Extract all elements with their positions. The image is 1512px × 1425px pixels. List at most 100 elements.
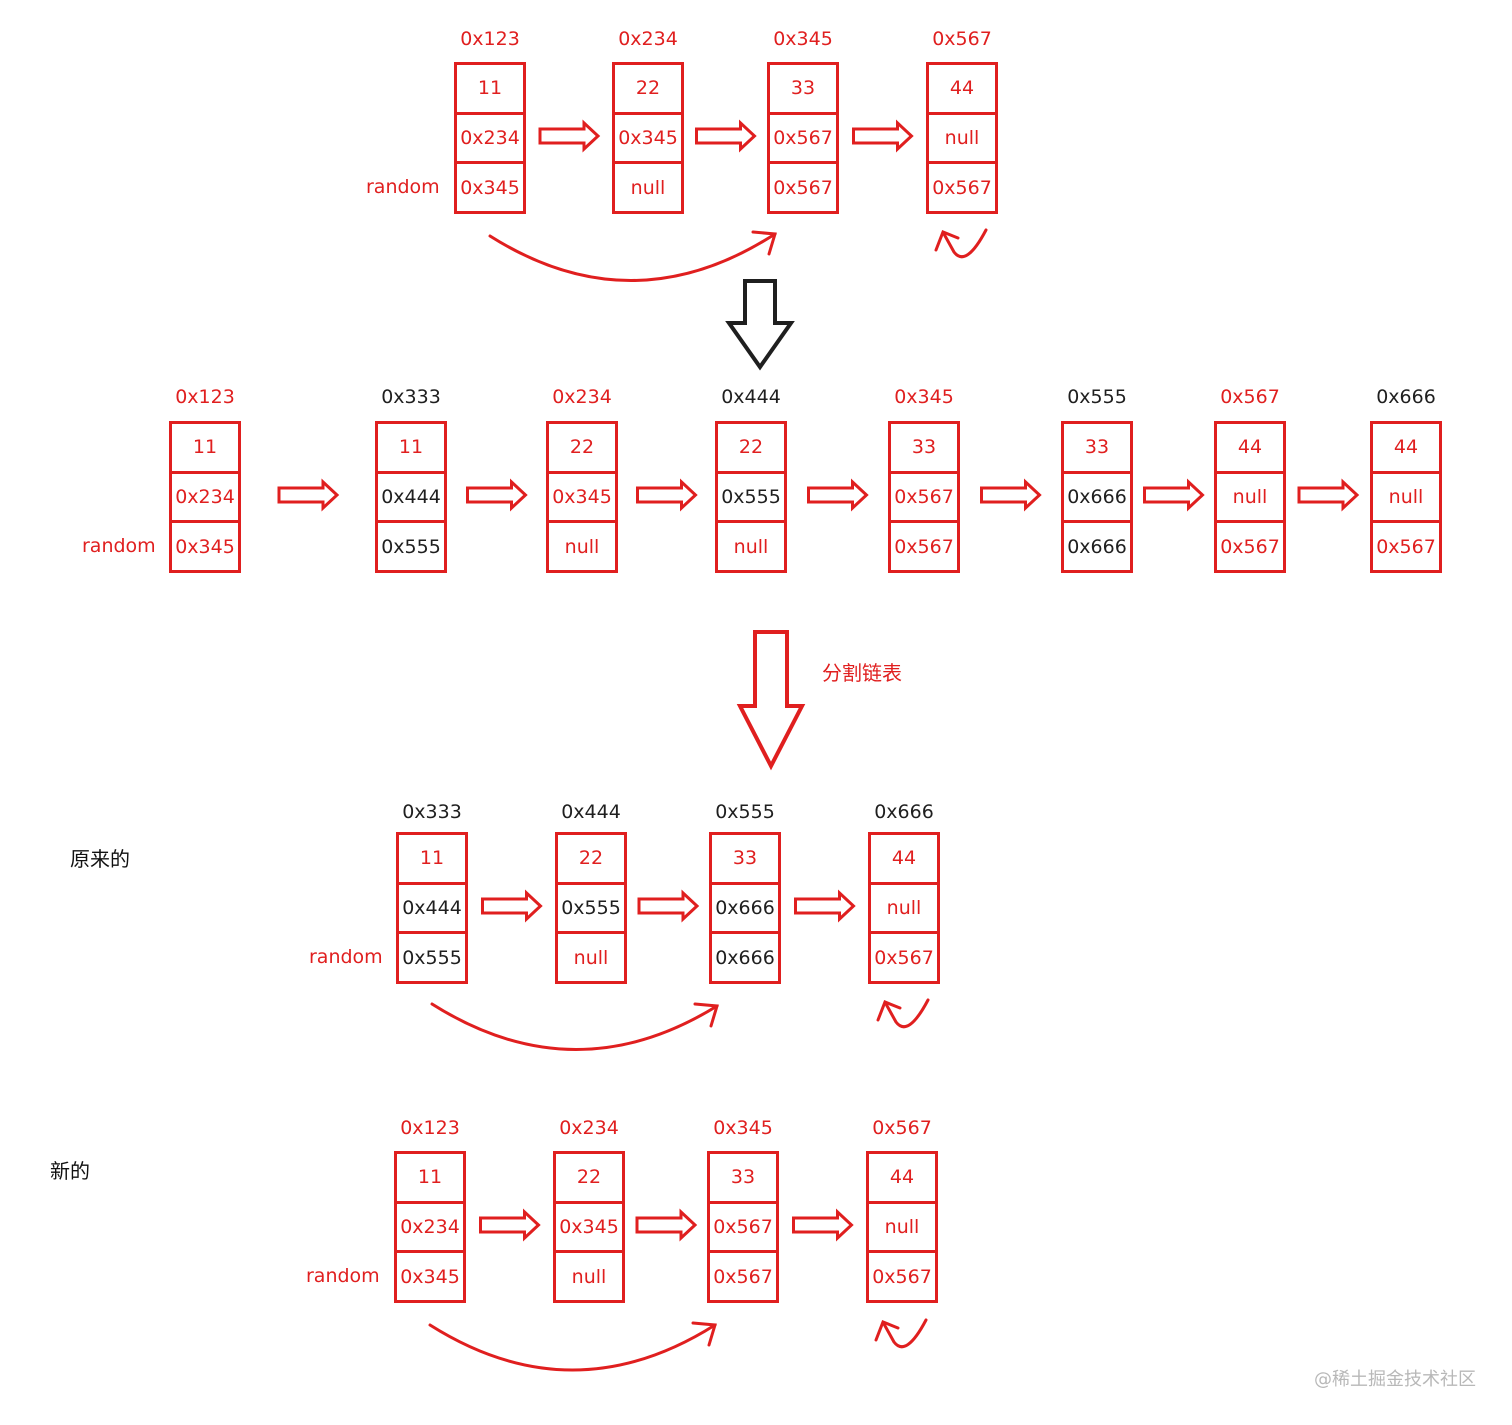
node-address: 0x345 — [773, 28, 833, 50]
node-random-cell: 0x567 — [713, 1265, 773, 1288]
self-random-arrowhead — [874, 1320, 900, 1342]
random-label: random — [82, 535, 156, 557]
self-random-loop — [942, 228, 988, 259]
node-address: 0x567 — [932, 28, 992, 50]
next-pointer-arrow — [1297, 478, 1360, 512]
split-down-arrow — [736, 630, 806, 771]
node-next-cell: null — [869, 1204, 935, 1254]
node-address: 0x234 — [618, 28, 678, 50]
random-pointer-arrowhead — [751, 230, 777, 256]
self-random-arrowhead — [876, 1000, 902, 1022]
node-val-cell: 22 — [549, 424, 615, 474]
node-random-cell: 0x567 — [874, 946, 934, 969]
node-next-cell: 0x555 — [718, 474, 784, 524]
node-next-cell: 0x567 — [710, 1204, 776, 1254]
next-pointer-arrow — [466, 478, 528, 512]
node-address: 0x567 — [872, 1117, 932, 1139]
random-label: random — [366, 176, 440, 198]
node-address: 0x567 — [1220, 386, 1280, 408]
node-random-cell: 0x666 — [1067, 535, 1127, 558]
node-val-cell: 33 — [712, 835, 778, 885]
next-pointer-arrow — [1143, 478, 1205, 512]
node-address: 0x555 — [1067, 386, 1127, 408]
node-address: 0x333 — [402, 801, 462, 823]
next-pointer-arrow — [538, 119, 601, 153]
self-random-arrowhead — [934, 230, 960, 252]
node-random-cell: 0x345 — [460, 176, 520, 199]
node-val-cell: 44 — [871, 835, 937, 885]
self-random-loop — [884, 998, 930, 1029]
node-next-cell: null — [871, 885, 937, 935]
node-random-cell: 0x567 — [872, 1265, 932, 1288]
node-val-cell: 33 — [891, 424, 957, 474]
node-random-cell: 0x567 — [1220, 535, 1280, 558]
next-pointer-arrow — [980, 478, 1042, 512]
random-pointer-curve — [488, 232, 777, 282]
split-list-label: 分割链表 — [822, 661, 902, 685]
next-pointer-arrow — [807, 478, 869, 512]
random-pointer-curve — [428, 1323, 717, 1372]
node-random-cell: null — [573, 946, 609, 969]
node-val-cell: 33 — [1064, 424, 1130, 474]
node-address: 0x123 — [460, 28, 520, 50]
random-pointer-arrowhead — [691, 1321, 717, 1347]
node-address: 0x555 — [715, 801, 775, 823]
node-next-cell: 0x234 — [397, 1204, 463, 1254]
next-pointer-arrow — [794, 889, 856, 923]
node-next-cell: 0x345 — [549, 474, 615, 524]
node-random-cell: 0x567 — [894, 535, 954, 558]
next-pointer-arrow — [479, 1208, 541, 1242]
node-next-cell: 0x345 — [556, 1204, 622, 1254]
node-address: 0x345 — [713, 1117, 773, 1139]
node-next-cell: null — [929, 115, 995, 165]
node-address: 0x444 — [561, 801, 621, 823]
node-val-cell: 33 — [710, 1154, 776, 1204]
node-address: 0x234 — [559, 1117, 619, 1139]
node-address: 0x333 — [381, 386, 441, 408]
node-val-cell: 11 — [397, 1154, 463, 1204]
watermark: @稀土掘金技术社区 — [1314, 1369, 1476, 1390]
node-val-cell: 11 — [399, 835, 465, 885]
node-val-cell: 11 — [457, 65, 523, 115]
original-list-label: 原来的 — [70, 847, 130, 871]
node-next-cell: 0x567 — [770, 115, 836, 165]
random-pointer-curve — [430, 1002, 719, 1051]
node-address: 0x123 — [400, 1117, 460, 1139]
node-random-cell: 0x555 — [381, 535, 441, 558]
node-next-cell: 0x345 — [615, 115, 681, 165]
node-next-cell: 0x444 — [378, 474, 444, 524]
node-next-cell: 0x666 — [712, 885, 778, 935]
next-pointer-arrow — [636, 478, 698, 512]
node-random-cell: 0x345 — [175, 535, 235, 558]
node-random-cell: null — [564, 535, 600, 558]
node-random-cell: null — [630, 176, 666, 199]
node-next-cell: null — [1217, 474, 1283, 524]
node-next-cell: 0x444 — [399, 885, 465, 935]
node-random-cell: 0x567 — [773, 176, 833, 199]
next-pointer-arrow — [637, 889, 700, 923]
node-address: 0x666 — [1376, 386, 1436, 408]
node-random-cell: null — [571, 1265, 607, 1288]
node-next-cell: 0x234 — [457, 115, 523, 165]
node-next-cell: 0x555 — [558, 885, 624, 935]
node-val-cell: 22 — [556, 1154, 622, 1204]
node-random-cell: 0x345 — [400, 1265, 460, 1288]
node-next-cell: null — [1373, 474, 1439, 524]
next-pointer-arrow — [635, 1208, 698, 1242]
node-val-cell: 11 — [378, 424, 444, 474]
node-val-cell: 44 — [1217, 424, 1283, 474]
node-address: 0x234 — [552, 386, 612, 408]
random-pointer-arrowhead — [693, 1002, 719, 1028]
